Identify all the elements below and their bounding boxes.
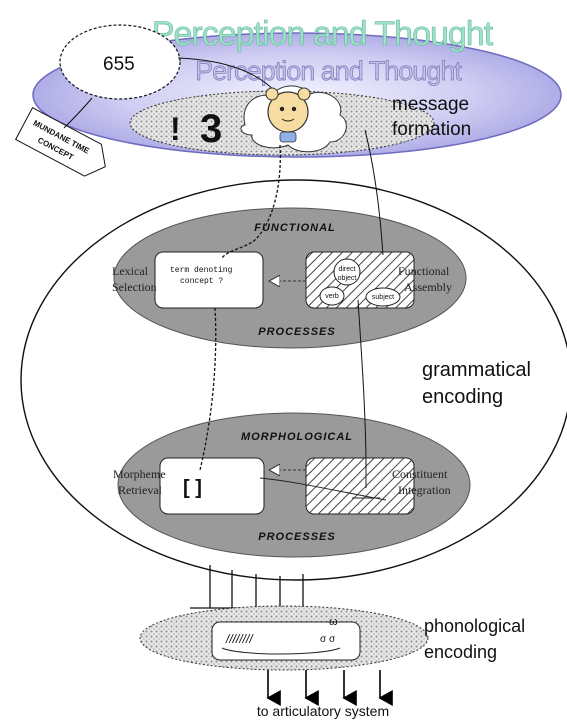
grammatical-label-1: grammatical: [422, 359, 531, 381]
phonological-label-1: phonological: [424, 616, 525, 636]
morpheme-retrieval-2: Retrieval: [118, 483, 163, 497]
functional-footer: PROCESSES: [258, 326, 335, 338]
morpheme-box: [159, 457, 265, 515]
articulatory-label: to articulatory system: [257, 703, 389, 719]
node-object: object: [338, 275, 357, 282]
functional-processes: FUNCTIONAL PROCESSES term denoting conce…: [112, 207, 467, 349]
thinker-figure: [240, 85, 347, 153]
flow-assembly-from-message: [364, 129, 384, 256]
node-direct: direct: [338, 266, 355, 273]
functional-assembly-1: Functional: [398, 264, 450, 278]
functional-header: FUNCTIONAL: [254, 222, 336, 234]
morphological-footer: PROCESSES: [258, 531, 335, 543]
flow-lexical-from-message: [221, 144, 281, 259]
message-formation-label-1: message: [392, 94, 469, 115]
phonological-label-2: encoding: [424, 642, 497, 662]
exclaim-glyph: !: [170, 111, 181, 147]
lexical-selection-1: Lexical: [112, 264, 149, 278]
flow-lexical-to-morpheme: [199, 307, 217, 471]
morpheme-slots: [ ]: [183, 477, 202, 499]
morpheme-retrieval-1: Morpheme: [113, 467, 166, 481]
phonological-marks: ////////: [225, 632, 254, 646]
grammatical-encoding-layer: grammatical encoding FUNCTIONAL PROCESSE…: [20, 129, 567, 581]
phonological-encoding-layer: ω //////// σ σ phonological encoding: [139, 605, 525, 671]
sigma-marks: σ σ: [320, 634, 336, 645]
message-formation-label-2: formation: [392, 119, 471, 140]
lexical-box-text-2: concept ?: [180, 277, 223, 286]
constituent-integration-2: Integration: [398, 483, 451, 497]
lexical-box: [154, 251, 264, 309]
grammatical-label-2: encoding: [422, 386, 503, 408]
perception-thought-layer: Perception and Thought Perception and Th…: [14, 15, 562, 177]
node-verb: verb: [325, 293, 339, 300]
morphological-processes: MORPHOLOGICAL PROCESSES [ ] Morpheme Ret…: [113, 412, 471, 558]
constituent-integration-1: Constituent: [392, 467, 448, 481]
articulatory-arrows: [266, 670, 393, 706]
lexical-selection-2: Selection: [112, 280, 157, 294]
lexical-box-text-1: term denoting: [170, 266, 233, 275]
flow-assembly-to-integration: [357, 299, 367, 469]
node-subject: subject: [372, 294, 394, 301]
mundane-time-tag: MUNDANE TIME CONCEPT: [14, 106, 106, 177]
bubble-number: 655: [103, 54, 135, 75]
ghost-title: Perception and Thought: [152, 15, 494, 53]
morphological-header: MORPHOLOGICAL: [241, 431, 353, 443]
phonological-box: [211, 621, 361, 661]
omega-symbol: ω: [329, 616, 338, 628]
functional-assembly-2: Assembly: [404, 280, 452, 294]
perception-title: Perception and Thought: [195, 56, 462, 86]
integration-box: [305, 457, 415, 515]
numeral-glyph: 3: [200, 107, 222, 151]
